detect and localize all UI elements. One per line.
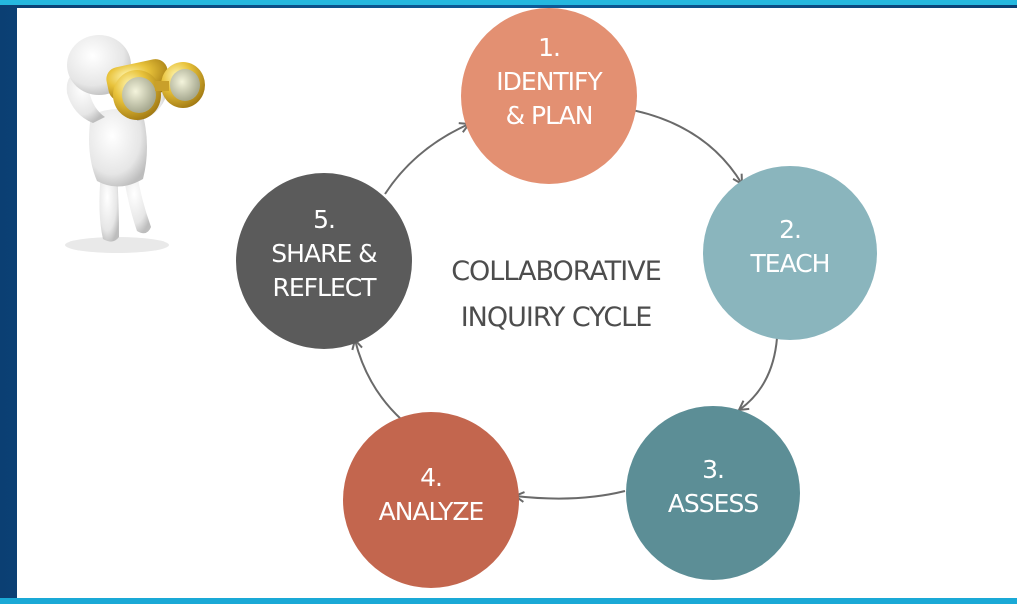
cycle-title-line1: COLLABORATIVE	[451, 256, 661, 287]
step-2-node: 2. TEACH	[703, 166, 877, 340]
step-2-circle	[703, 166, 877, 340]
step-1-circle	[461, 8, 637, 184]
step-3-circle	[626, 406, 800, 580]
step-1-label-line1: IDENTIFY	[496, 67, 603, 96]
step-1-node: 1. IDENTIFY & PLAN	[461, 8, 637, 184]
step-4-circle	[343, 412, 519, 588]
arrow-4-to-5	[355, 340, 403, 421]
step-3-node: 3. ASSESS	[626, 406, 800, 580]
arrow-1-to-2	[631, 109, 742, 184]
step-5-label-line1: SHARE &	[271, 239, 377, 268]
step-1-label-line2: & PLAN	[506, 101, 593, 130]
cycle-title-line2: INQUIRY CYCLE	[461, 302, 652, 333]
step-5-circle	[236, 173, 412, 349]
step-2-label: TEACH	[750, 249, 830, 278]
step-4-label: ANALYZE	[379, 497, 484, 526]
step-5-number: 5.	[313, 205, 335, 234]
step-3-number: 3.	[702, 455, 724, 484]
step-3-label: ASSESS	[668, 489, 759, 518]
arrow-2-to-3	[739, 337, 778, 410]
frame-bottom-edge	[0, 598, 1017, 604]
step-5-node: 5. SHARE & REFLECT	[236, 173, 412, 349]
step-4-node: 4. ANALYZE	[343, 412, 519, 588]
arrow-3-to-4	[515, 490, 626, 499]
slide-canvas: 1. IDENTIFY & PLAN 2. TEACH 3. ASSESS 4.…	[17, 8, 1017, 598]
frame-top-edge	[0, 0, 1017, 5]
cycle-diagram: 1. IDENTIFY & PLAN 2. TEACH 3. ASSESS 4.…	[236, 8, 877, 588]
step-5-label-line2: REFLECT	[273, 273, 378, 302]
step-1-number: 1.	[538, 33, 560, 62]
arrow-5-to-1	[384, 124, 469, 195]
step-2-number: 2.	[779, 215, 801, 244]
person-with-binoculars-icon	[65, 35, 205, 253]
step-4-number: 4.	[420, 463, 442, 492]
